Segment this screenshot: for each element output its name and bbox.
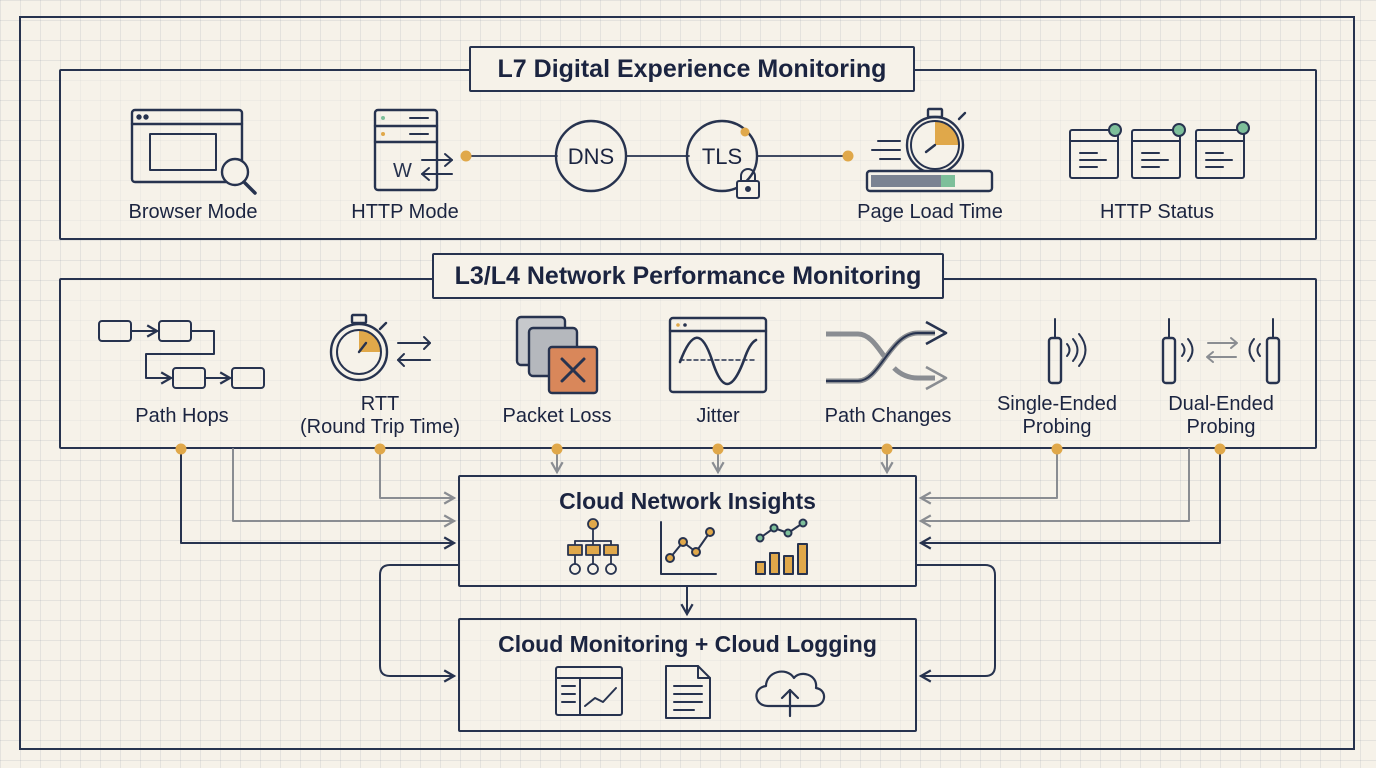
path-hops-icon xyxy=(98,320,265,389)
cloud-network-insights-title: Cloud Network Insights xyxy=(559,488,816,514)
http-w-glyph: W xyxy=(393,160,412,182)
single-ended-label-line1: Single-Ended xyxy=(996,393,1118,415)
status-window-icon-2 xyxy=(1131,123,1186,179)
rtt-arrows-icon xyxy=(397,336,431,367)
l3l4-title: L3/L4 Network Performance Monitoring xyxy=(432,253,944,299)
line-chart-icon xyxy=(660,521,717,575)
path-changes-icon xyxy=(826,320,948,391)
http-mode-label: HTTP Mode xyxy=(351,201,459,223)
cloud-upload-icon xyxy=(755,670,826,718)
bar-chart-icon xyxy=(755,518,808,575)
cloud-network-insights-box: Cloud Network Insights xyxy=(458,475,917,587)
packet-loss-label: Packet Loss xyxy=(502,405,612,427)
cloud-monitoring-logging-title: Cloud Monitoring + Cloud Logging xyxy=(498,631,877,657)
dns-node xyxy=(554,119,628,193)
browser-mode-label: Browser Mode xyxy=(128,201,258,223)
connector-dots xyxy=(175,443,1226,455)
single-ended-probe-icon xyxy=(1047,318,1087,385)
jitter-label: Jitter xyxy=(696,405,740,427)
path-changes-label: Path Changes xyxy=(824,405,952,427)
status-window-icon-3 xyxy=(1195,121,1250,179)
http-status-label: HTTP Status xyxy=(1099,201,1215,223)
document-icon xyxy=(665,665,711,719)
tls-label: TLS xyxy=(702,144,742,169)
exchange-arrows-icon xyxy=(421,153,453,181)
server-icon xyxy=(373,108,439,192)
dual-ended-probe-icon xyxy=(1161,318,1281,385)
dns-label: DNS xyxy=(568,144,614,169)
rtt-label-line1: RTT xyxy=(360,393,400,415)
page-load-time-label: Page Load Time xyxy=(857,201,1003,223)
dual-ended-label-line2: Probing xyxy=(1186,416,1256,438)
single-ended-label-line2: Probing xyxy=(1022,416,1092,438)
rtt-stopwatch-icon xyxy=(329,313,389,382)
topology-tree-icon xyxy=(567,518,619,575)
packet-loss-icon xyxy=(515,315,599,395)
l3l4-panel xyxy=(59,278,1317,449)
browser-window-icon xyxy=(130,108,244,184)
dual-ended-label-line1: Dual-Ended xyxy=(1168,393,1274,415)
cloud-monitoring-logging-box: Cloud Monitoring + Cloud Logging xyxy=(458,618,917,732)
magnifier-icon xyxy=(220,157,257,195)
path-hops-label: Path Hops xyxy=(135,405,229,427)
outer-frame xyxy=(19,16,1355,750)
rtt-label-line2: (Round Trip Time) xyxy=(299,416,461,438)
jitter-icon xyxy=(668,316,768,394)
dashboard-icon xyxy=(555,666,623,716)
status-window-icon-1 xyxy=(1069,123,1122,179)
l7-title: L7 Digital Experience Monitoring xyxy=(469,46,915,92)
tls-node xyxy=(685,119,759,193)
progress-bar-icon xyxy=(865,169,994,193)
stopwatch-icon xyxy=(871,107,967,175)
connector-lines xyxy=(180,448,1221,683)
lock-icon xyxy=(736,168,760,199)
